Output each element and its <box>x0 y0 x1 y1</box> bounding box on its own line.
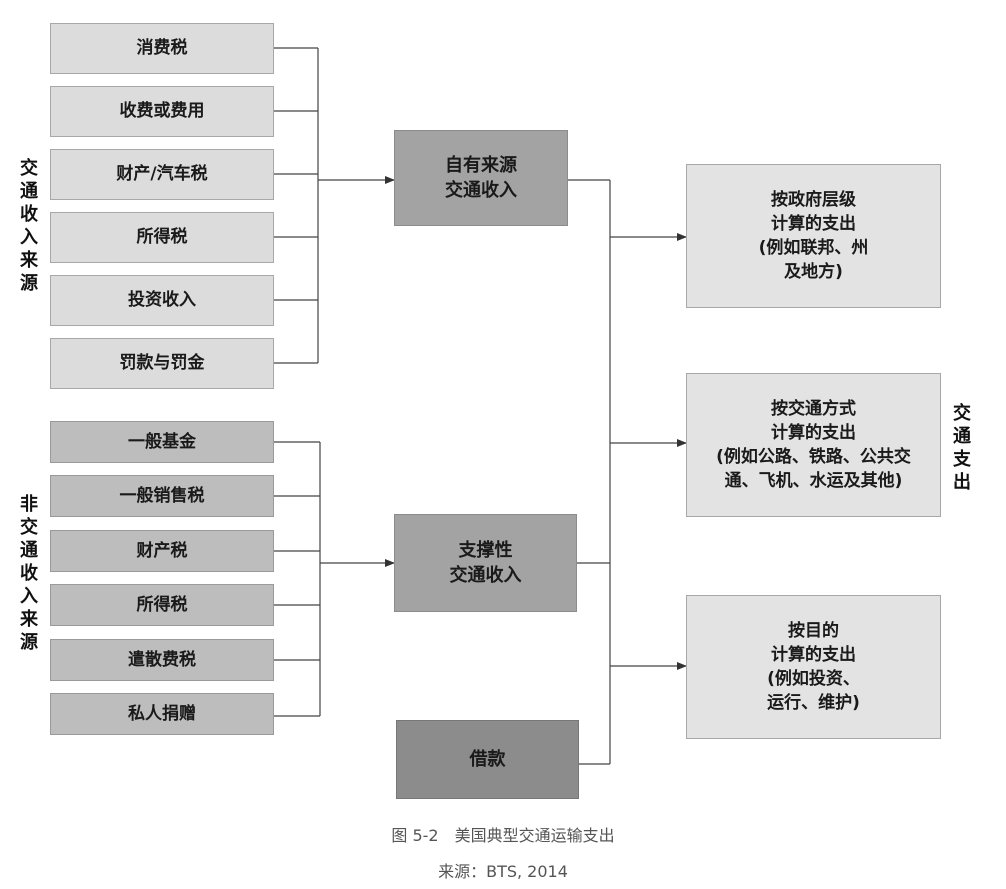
source-excise-tax: 消费税 <box>50 23 274 74</box>
expenditure-by-government: 按政府层级 计算的支出 (例如联邦、州 及地方) <box>686 164 941 308</box>
output-connectors <box>610 233 687 670</box>
transport-expenditure-label: 交 通 支 出 <box>953 403 971 493</box>
source-income-tax: 所得税 <box>50 212 274 263</box>
source-property-vehicle-tax: 财产/汽车税 <box>50 149 274 200</box>
transport-revenue-label: 交 通 收 入 来 源 <box>20 158 38 294</box>
source-private-donations: 私人捐赠 <box>50 693 274 735</box>
source-tolls-fees: 收费或费用 <box>50 86 274 137</box>
source-property-tax: 财产税 <box>50 530 274 572</box>
source-fines-penalties: 罚款与罚金 <box>50 338 274 389</box>
source-general-fund: 一般基金 <box>50 421 274 463</box>
middle-connectors <box>568 179 611 765</box>
source-severance-tax: 遣散费税 <box>50 639 274 681</box>
borrowing: 借款 <box>396 720 579 799</box>
figure-caption: 图 5-2 美国典型交通运输支出 <box>391 826 615 845</box>
expenditure-by-mode: 按交通方式 计算的支出 (例如公路、铁路、公共交 通、飞机、水运及其他) <box>686 373 941 517</box>
top-group-connectors <box>274 47 395 364</box>
figure-source: 来源：BTS, 2014 <box>438 862 568 881</box>
source-income-tax-2: 所得税 <box>50 584 274 626</box>
supporting-transport-revenue: 支撑性 交通收入 <box>394 514 577 612</box>
bottom-group-connectors <box>274 441 395 717</box>
source-investment-income: 投资收入 <box>50 275 274 326</box>
own-source-transport-revenue: 自有来源 交通收入 <box>394 130 568 226</box>
source-general-sales-tax: 一般销售税 <box>50 475 274 517</box>
expenditure-by-purpose: 按目的 计算的支出 (例如投资、 运行、维护) <box>686 595 941 739</box>
non-transport-revenue-label: 非 交 通 收 入 来 源 <box>20 494 38 653</box>
